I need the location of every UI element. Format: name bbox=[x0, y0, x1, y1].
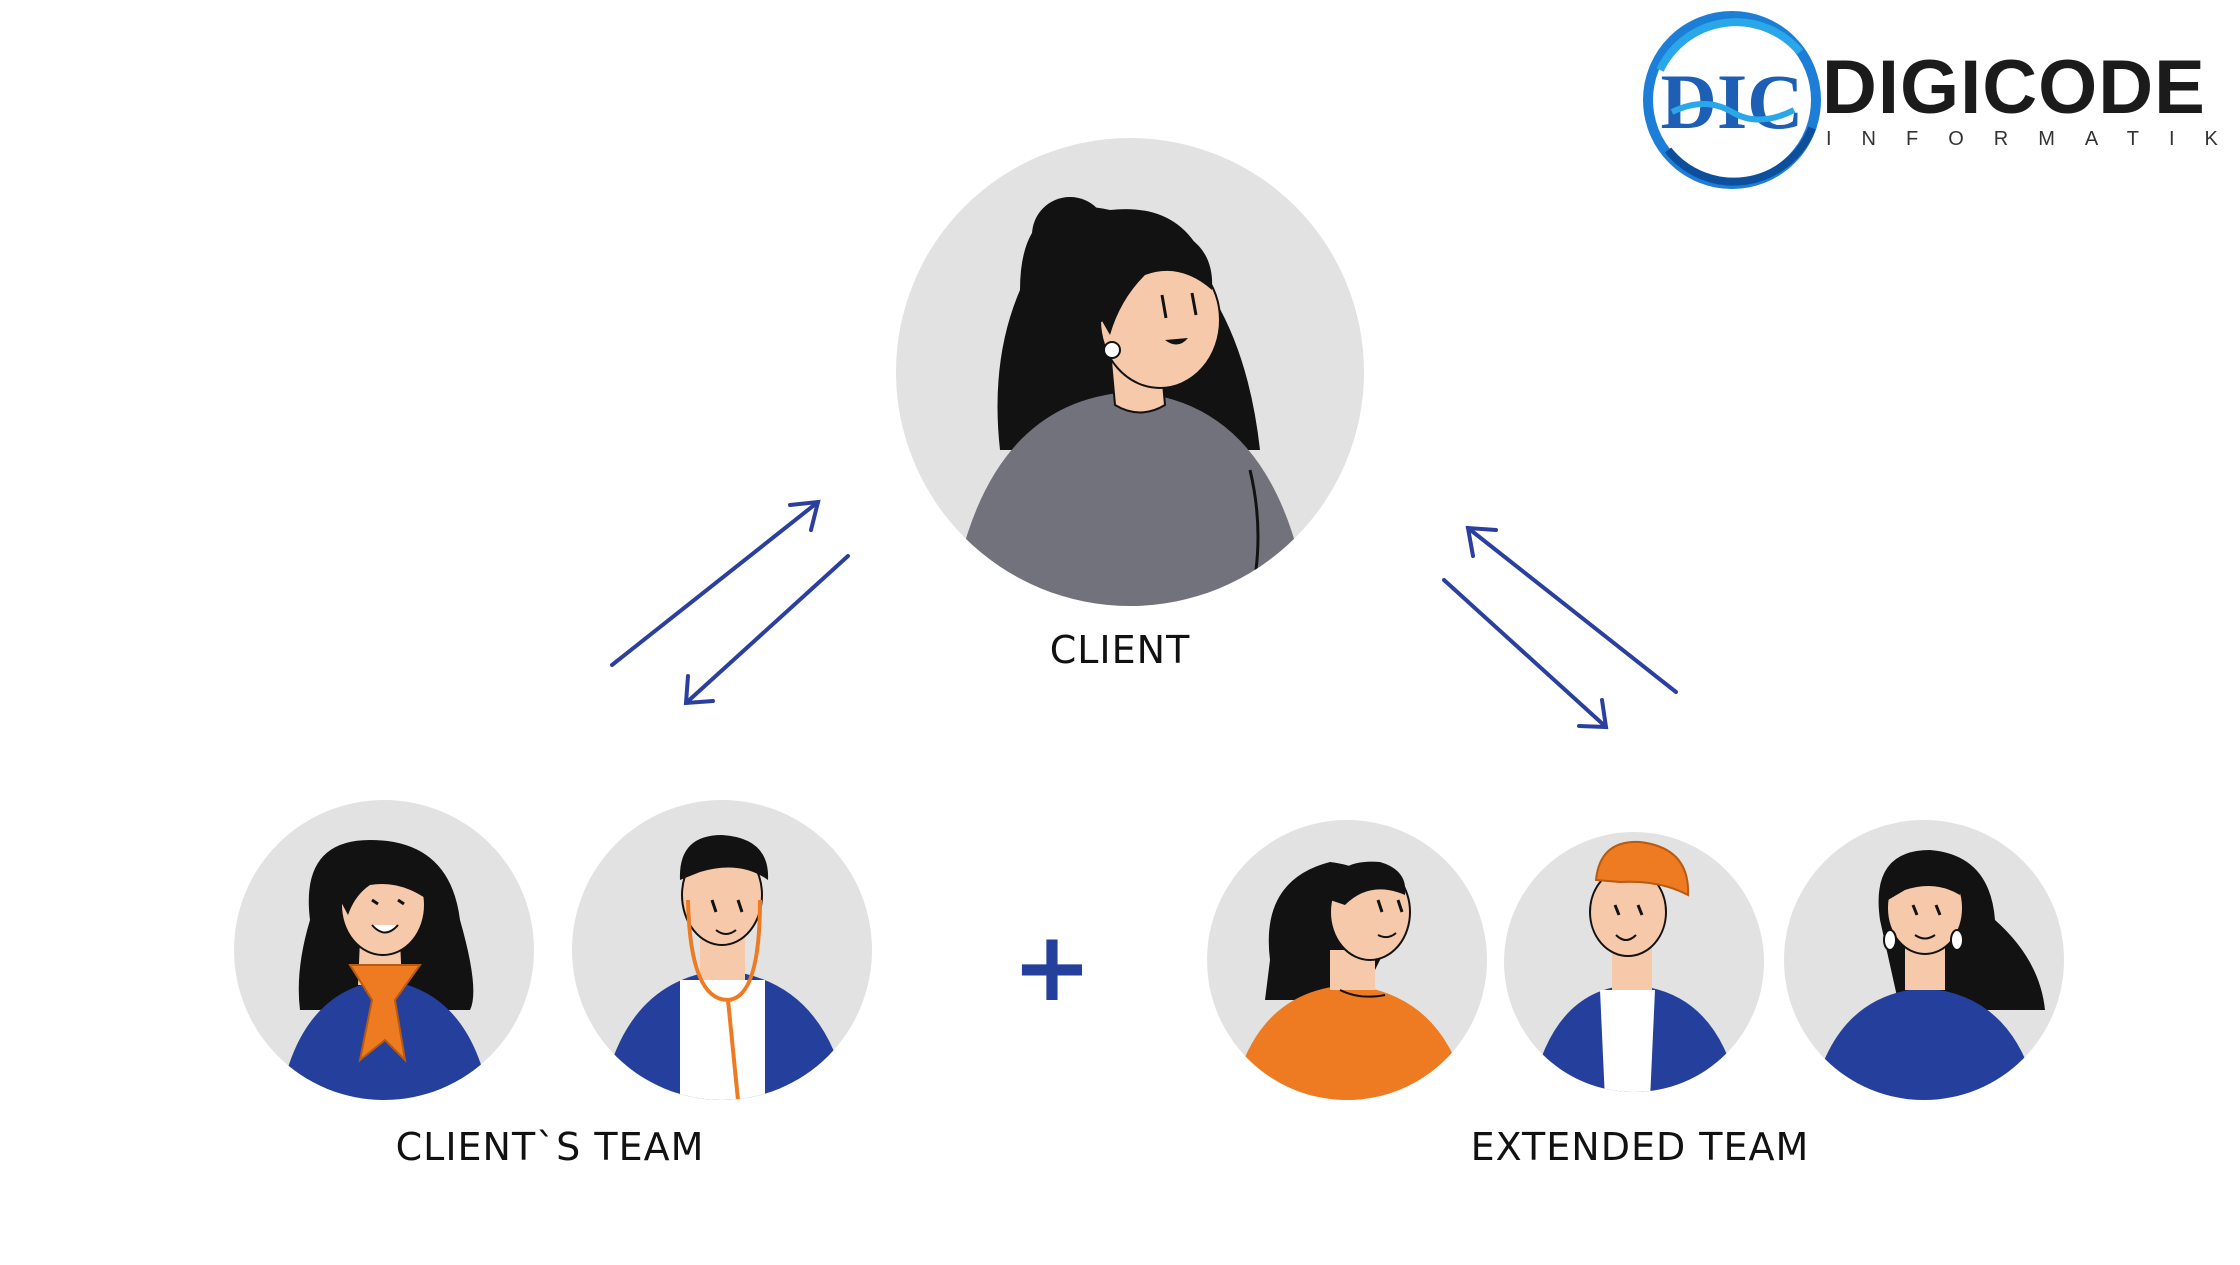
extended-member-1-avatar bbox=[1207, 820, 1487, 1110]
team-member-1-avatar bbox=[234, 800, 534, 1100]
logo-tagline: INFORMATIK bbox=[1826, 128, 2240, 151]
company-logo: DIC bbox=[1648, 16, 1816, 184]
logo-title: DIGICODE bbox=[1822, 44, 2206, 131]
arrow-extended-to-client bbox=[1468, 528, 1676, 692]
arrow-team-to-client bbox=[612, 502, 818, 665]
client-label: CLIENT bbox=[1020, 628, 1220, 672]
plus-sign: + bbox=[1012, 911, 1092, 1023]
arrow-client-to-team bbox=[686, 556, 848, 703]
arrow-client-to-extended bbox=[1444, 580, 1606, 727]
extended-team-label: EXTENDED TEAM bbox=[1420, 1125, 1860, 1169]
team-member-2-avatar bbox=[572, 800, 872, 1110]
logo-emblem-icon: DIC bbox=[1648, 16, 1816, 184]
clients-team-label: CLIENT`S TEAM bbox=[350, 1125, 750, 1169]
client-avatar bbox=[896, 138, 1364, 620]
extended-member-3-avatar bbox=[1784, 820, 2064, 1110]
extended-member-2-avatar bbox=[1504, 832, 1764, 1100]
svg-text:DIC: DIC bbox=[1660, 58, 1803, 145]
